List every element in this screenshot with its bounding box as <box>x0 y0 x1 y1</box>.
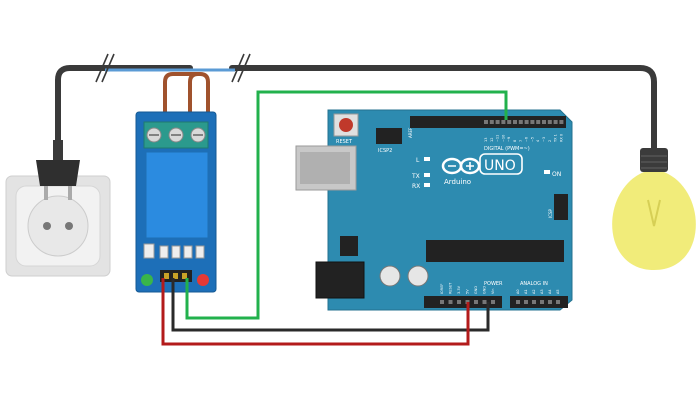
header-pin-label: ~6 <box>525 137 529 142</box>
header-pin <box>448 300 453 304</box>
header-pin-label: 2 <box>548 140 552 142</box>
icsp-label: ICSP <box>548 208 553 218</box>
wall-socket-icon <box>5 175 111 277</box>
analog-label: ANALOG IN <box>520 281 548 287</box>
header-pin <box>482 300 487 304</box>
header-pin <box>548 300 552 304</box>
ground-wire-black <box>171 278 490 332</box>
header-pin-label: 13 <box>484 138 488 142</box>
light-bulb-icon <box>612 148 696 270</box>
header-pin <box>542 120 546 124</box>
header-pin-label: GND <box>483 286 487 294</box>
l-led-label: L <box>416 157 420 164</box>
header-pin <box>484 120 488 124</box>
arduino-brand-label: Arduino <box>444 178 471 186</box>
header-pin-label: ~5 <box>530 137 534 142</box>
mains-cable <box>55 53 657 163</box>
power-label: POWER <box>484 281 503 287</box>
header-pin-label: GND <box>474 286 478 294</box>
header-pin <box>532 300 536 304</box>
icsp2-label: ICSP2 <box>378 148 392 154</box>
tx-label: TX <box>411 173 420 180</box>
header-pin-label: Vin <box>491 288 495 294</box>
header-pin-label: A4 <box>548 289 552 294</box>
signal-wires <box>161 90 508 346</box>
header-pin-label: 3.3V <box>457 285 461 294</box>
reset-label: RESET <box>336 139 353 145</box>
header-pin-label: RX 0 <box>559 134 563 142</box>
header-pin-label: TX 1 <box>554 134 558 143</box>
header-pin <box>495 120 500 124</box>
header-pin-label: A2 <box>532 289 536 294</box>
header-pin-label: ~3 <box>542 137 546 142</box>
header-pin-label: A1 <box>524 289 528 294</box>
header-pin-label: A5 <box>556 289 560 294</box>
header-pin <box>540 300 544 304</box>
header-pin-label: RESET <box>449 282 453 294</box>
header-pin <box>457 300 461 304</box>
header-pin <box>553 120 558 124</box>
header-pin-label: 5V <box>466 289 470 294</box>
header-pin <box>556 300 560 304</box>
aref-label: AREF <box>408 127 413 138</box>
relay-module <box>135 111 217 293</box>
header-pin <box>518 120 523 124</box>
header-pin-label: 8 <box>513 140 517 142</box>
arduino-model-label: UNO <box>484 158 516 174</box>
power-plug-icon <box>36 140 80 200</box>
header-pin <box>524 120 529 124</box>
rx-label: RX <box>412 183 420 190</box>
header-pin <box>501 120 506 124</box>
header-pin <box>536 120 541 124</box>
header-pin-label: 4 <box>536 139 540 142</box>
header-pin <box>440 300 444 304</box>
header-pin <box>489 120 494 124</box>
header-pin-label: 7 <box>519 140 523 142</box>
on-label: ON <box>552 171 561 178</box>
header-pin <box>524 300 528 304</box>
header-pin <box>474 300 478 304</box>
power-header-pins: IOREF RESET 3.3V 5V GND GND Vin <box>440 282 495 304</box>
header-pin <box>559 120 564 124</box>
header-pin <box>513 120 517 124</box>
header-pin <box>547 120 552 124</box>
analog-header-pins: A0 A1 A2 A3 A4 A5 <box>516 289 560 304</box>
signal-wire-green <box>185 90 508 320</box>
header-pin-label: A0 <box>516 289 520 294</box>
vcc-wire-red <box>161 278 470 346</box>
header-pin-label: ~11 <box>496 135 500 142</box>
arduino-logo: Arduino <box>441 157 481 186</box>
header-pin <box>516 300 520 304</box>
digital-label: DIGITAL (PWM=~) <box>484 146 530 152</box>
header-pin <box>507 120 512 124</box>
header-pin <box>491 300 495 304</box>
header-pin-label: ~10 <box>501 135 505 142</box>
header-pin-label: IOREF <box>440 284 444 294</box>
header-pin-label: A3 <box>540 289 544 294</box>
header-pin-label: 12 <box>490 138 494 142</box>
header-pin <box>530 120 535 124</box>
header-pin-label: ~9 <box>507 137 511 142</box>
